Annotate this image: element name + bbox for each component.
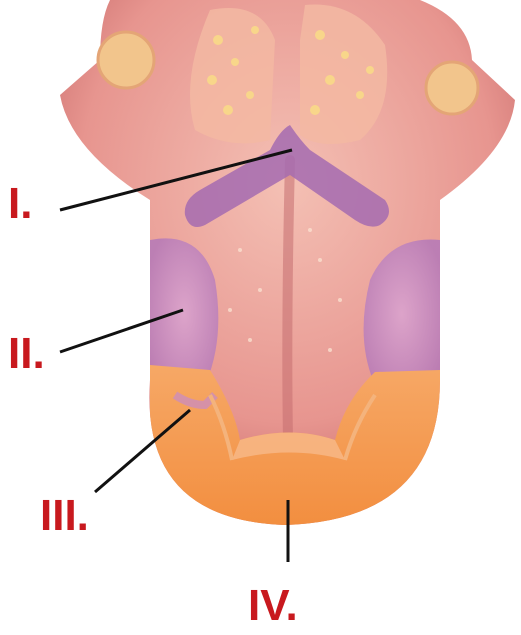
papilla-bump-left [98,32,154,88]
median-groove [287,160,290,440]
label-bitter: I. [8,179,32,228]
label-sour: II. [8,329,45,378]
label-sweet: IV. [248,581,298,630]
papilla-bump-right [426,62,478,114]
label-salty: III. [40,491,89,540]
